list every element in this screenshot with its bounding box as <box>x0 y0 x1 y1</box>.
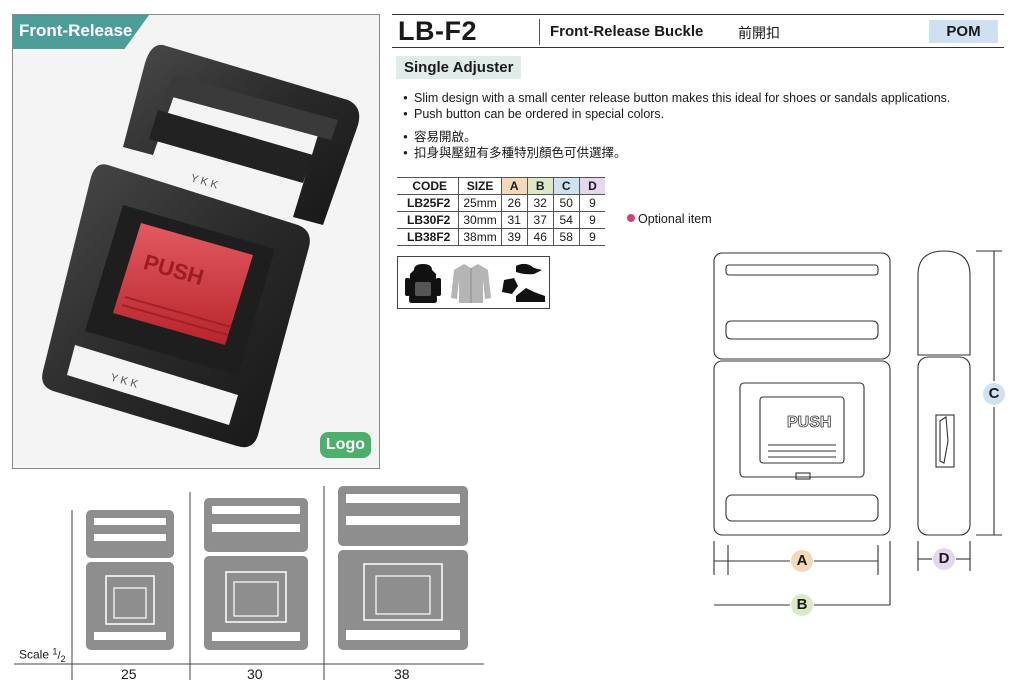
cell-code: LB25F2 <box>397 194 459 212</box>
product-title-zh: 前開扣 <box>738 25 780 41</box>
cell-c: 54 <box>552 211 580 229</box>
buckle-25-silhouette <box>86 510 174 650</box>
feature-item: 容易開啟。 <box>397 129 627 145</box>
cell-d: 9 <box>578 228 606 246</box>
optional-item-note: Optional item <box>627 212 712 226</box>
cell-code: LB30F2 <box>397 211 459 229</box>
product-title-en: Front-Release Buckle <box>550 23 704 40</box>
material-badge: POM <box>929 20 998 43</box>
table-row: LB38F2 38mm 39 46 58 9 <box>397 228 606 246</box>
drawing-push-text: PUSH <box>787 414 831 431</box>
dim-b-label: B <box>791 594 813 616</box>
logo-badge: Logo <box>319 432 371 458</box>
product-header: LB-F2 Front-Release Buckle 前開扣 POM <box>392 14 1004 48</box>
feature-item: 扣身與壓鈕有多種特別顏色可供選擇。 <box>397 145 627 161</box>
cell-c: 50 <box>552 194 580 212</box>
model-number: LB-F2 <box>398 16 477 46</box>
cell-c: 58 <box>552 228 580 246</box>
dim-d-label: D <box>933 548 955 570</box>
size-label-30: 30 <box>247 666 263 682</box>
cell-size: 38mm <box>458 228 502 246</box>
cell-size: 25mm <box>458 194 502 212</box>
feature-item: Push button can be ordered in special co… <box>397 106 950 122</box>
col-b: B <box>526 177 554 195</box>
scale-buckle-silhouettes <box>14 486 484 680</box>
fraction-num: 1 <box>52 646 58 656</box>
optional-item-text: Optional item <box>638 212 712 226</box>
features-list-en: Slim design with a small center release … <box>397 90 950 122</box>
scale-fraction: 1/2 <box>52 646 66 664</box>
technical-drawing-svg: PUSH <box>713 250 1002 606</box>
cell-code: LB38F2 <box>397 228 459 246</box>
col-size: SIZE <box>458 177 502 195</box>
applications-box <box>397 256 550 309</box>
scale-text: Scale <box>19 647 50 662</box>
buckle-30-silhouette <box>204 498 308 650</box>
spec-table: CODE SIZE A B C D LB25F2 25mm 26 32 50 9… <box>397 177 606 246</box>
cell-b: 37 <box>526 211 554 229</box>
technical-drawing: PUSH A B C D <box>700 245 1010 630</box>
size-label-38: 38 <box>394 666 410 682</box>
scale-drawings: Scale 1/2 25 30 38 <box>14 484 484 684</box>
scale-label: Scale 1/2 <box>19 646 66 664</box>
subtype-label: Single Adjuster <box>396 56 522 79</box>
dim-a-label: A <box>791 550 813 572</box>
cell-d: 9 <box>578 211 606 229</box>
feature-item: Slim design with a small center release … <box>397 90 950 106</box>
cell-d: 9 <box>578 194 606 212</box>
buckle-photo-illustration: PUSH Y K K Y K K <box>42 44 360 448</box>
jacket-icon <box>451 264 491 303</box>
cell-b: 46 <box>526 228 554 246</box>
table-header-row: CODE SIZE A B C D <box>397 177 606 195</box>
col-a: A <box>500 177 528 195</box>
cell-b: 32 <box>526 194 554 212</box>
buckle-38-silhouette <box>338 486 468 650</box>
fraction-den: 2 <box>60 653 66 664</box>
cap-glove-shoe-icon <box>502 263 545 302</box>
col-c: C <box>552 177 580 195</box>
col-code: CODE <box>397 177 459 195</box>
cell-a: 39 <box>500 228 528 246</box>
cell-a: 26 <box>500 194 528 212</box>
optional-dot-icon <box>627 214 635 222</box>
cell-size: 30mm <box>458 211 502 229</box>
table-row: LB30F2 30mm 31 37 54 9 <box>397 211 606 229</box>
product-photo: PUSH Y K K Y K K Front-Release Logo <box>12 14 380 469</box>
size-label-25: 25 <box>121 666 137 682</box>
photo-ykk-top: Y K K <box>189 172 220 191</box>
table-row: LB25F2 25mm 26 32 50 9 <box>397 194 606 212</box>
col-d: D <box>578 177 606 195</box>
backpack-icon <box>405 264 441 303</box>
dim-c-label: C <box>983 383 1005 405</box>
category-tag: Front-Release <box>13 15 149 49</box>
header-divider <box>539 19 540 45</box>
features-list-zh: 容易開啟。 扣身與壓鈕有多種特別顏色可供選擇。 <box>397 129 627 161</box>
cell-a: 31 <box>500 211 528 229</box>
